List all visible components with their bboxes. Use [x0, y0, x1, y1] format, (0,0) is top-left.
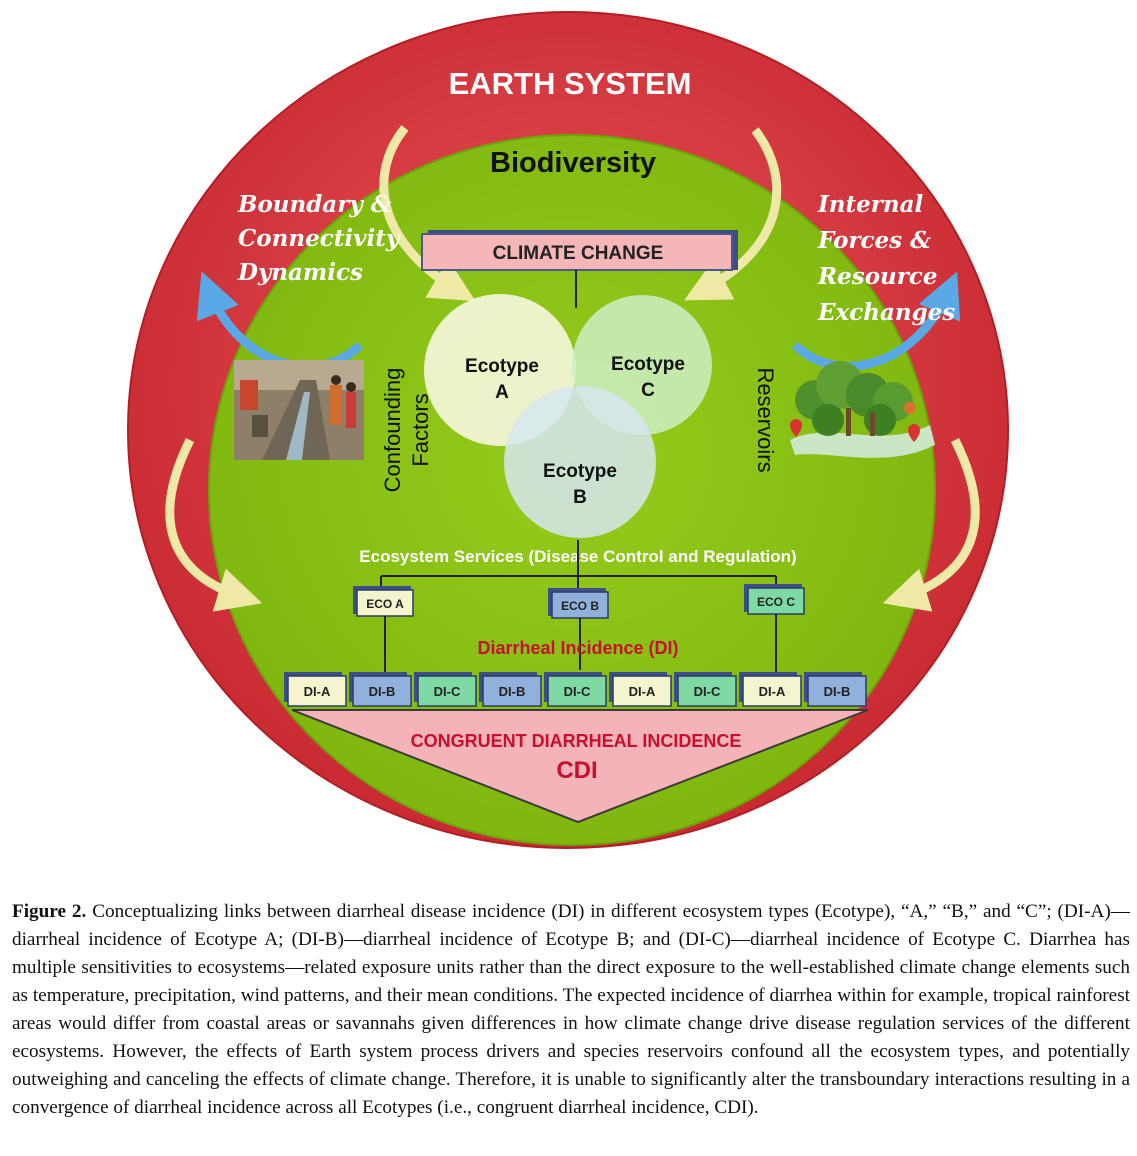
di-box: DI-C	[544, 672, 607, 707]
internal-arrow	[684, 127, 782, 301]
internal-line-2: Forces &	[817, 227, 931, 254]
confounding-line-1: Confounding	[380, 368, 405, 493]
cdi-abbrev: CDI	[556, 757, 597, 784]
di-title: Diarrheal Incidence (DI)	[477, 638, 678, 658]
caption-label: Figure 2.	[12, 901, 87, 922]
di-box-label: DI-B	[824, 684, 851, 699]
di-box-label: DI-C	[694, 684, 721, 699]
boundary-arrow	[379, 125, 476, 302]
ecotype-a-label-1: Ecotype	[465, 356, 539, 377]
location-pin-icon	[790, 419, 802, 437]
ecotype-b-circle	[504, 386, 656, 538]
internal-line-4: Exchanges	[817, 299, 955, 326]
di-box-fill	[287, 675, 347, 707]
eco-box-c: ECO C	[744, 584, 805, 615]
di-box-row: DI-A DI-B DI-C DI-B DI-C DI-A DI-C DI-A DI-B	[284, 672, 867, 707]
climate-change-box	[421, 233, 733, 271]
boundary-label: Boundary & Connectivity Dynamics	[237, 191, 401, 286]
di-box: DI-A	[739, 672, 802, 707]
internal-label: Internal Forces & Resource Exchanges	[817, 191, 955, 326]
di-box-label: DI-C	[434, 684, 461, 699]
internal-line-3: Resource	[817, 263, 938, 290]
right-lower-arrow	[882, 437, 980, 612]
di-box: DI-C	[414, 672, 477, 707]
di-box-fill	[612, 675, 672, 707]
di-box: DI-A	[284, 672, 347, 707]
boundary-line-1: Boundary &	[237, 191, 392, 218]
cdi-title: CONGRUENT DIARRHEAL INCIDENCE	[411, 731, 742, 751]
cdi-triangle	[291, 709, 869, 824]
climate-change-label: CLIMATE CHANGE	[493, 243, 664, 264]
di-box-label: DI-A	[759, 684, 786, 699]
eco-b-label: ECO B	[561, 599, 599, 613]
di-box-label: DI-A	[629, 684, 656, 699]
reservoirs-label: Reservoirs	[753, 367, 778, 472]
reservoirs-text: Reservoirs	[753, 367, 778, 472]
eco-box-b: ECO B	[548, 588, 609, 619]
boundary-line-2: Connectivity	[238, 225, 401, 252]
ecotype-b-label-2: B	[573, 487, 587, 508]
internal-blue-arrow	[791, 271, 961, 371]
confounding-line-2: Factors	[408, 393, 433, 466]
location-pin-icon	[908, 424, 920, 442]
di-box-label: DI-A	[304, 684, 331, 699]
di-box-label: DI-B	[499, 684, 526, 699]
earth-system-title: EARTH SYSTEM	[449, 66, 692, 101]
di-box-fill	[742, 675, 802, 707]
di-box-fill	[677, 675, 737, 707]
di-box-fill	[482, 675, 542, 707]
figure-caption: Figure 2.Conceptualizing links between d…	[12, 898, 1130, 1122]
boundary-line-3: Dynamics	[237, 259, 363, 286]
di-box-fill	[352, 675, 412, 707]
di-box-label: DI-B	[369, 684, 396, 699]
confounding-factors-label: Confounding Factors	[380, 368, 433, 493]
eco-box-a: ECO A	[353, 586, 414, 617]
ecotype-c-label-1: Ecotype	[611, 354, 685, 375]
reservoirs-illustration	[790, 361, 935, 458]
di-box: DI-B	[804, 672, 867, 707]
di-box-label: DI-C	[564, 684, 591, 699]
internal-line-1: Internal	[817, 191, 923, 218]
di-box: DI-A	[609, 672, 672, 707]
eco-c-label: ECO C	[757, 595, 795, 609]
ecotype-b-label-1: Ecotype	[543, 461, 617, 482]
confounding-photo	[234, 360, 364, 460]
left-lower-arrow	[165, 437, 263, 612]
earth-system-diagram: EARTH SYSTEM Biodiversity Boundary & Con…	[127, 11, 1009, 849]
di-box-fill	[417, 675, 477, 707]
eco-a-label: ECO A	[366, 597, 404, 611]
di-box-fill	[807, 675, 867, 707]
di-box: DI-C	[674, 672, 737, 707]
di-box-fill	[547, 675, 607, 707]
di-box: DI-B	[349, 672, 412, 707]
caption-text: Conceptualizing links between diarrheal …	[12, 901, 1130, 1118]
ecotype-c-label-2: C	[641, 380, 655, 401]
ecotype-a-label-2: A	[495, 382, 509, 403]
di-box: DI-B	[479, 672, 542, 707]
biodiversity-title: Biodiversity	[490, 147, 656, 179]
